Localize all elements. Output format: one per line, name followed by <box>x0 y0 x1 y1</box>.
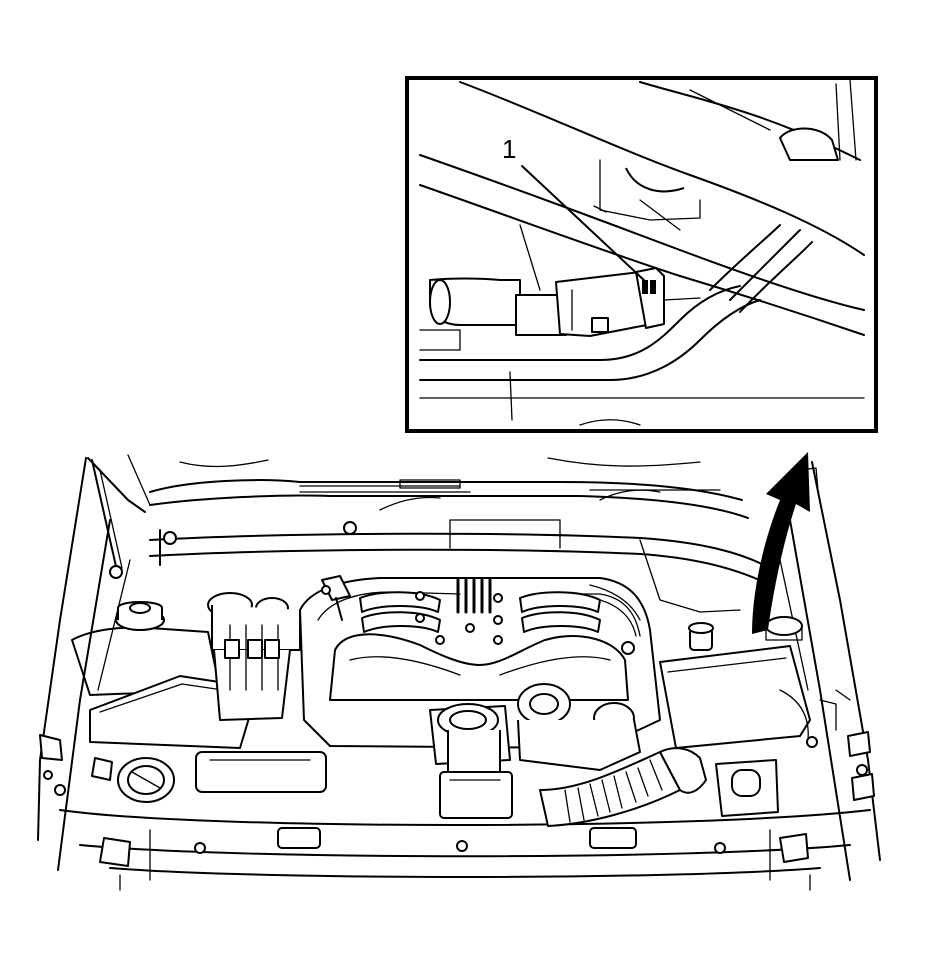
brake-module <box>207 592 301 721</box>
inset-contents <box>419 79 865 426</box>
oil-fill-cap <box>517 683 641 771</box>
washer-fluid-cap <box>117 757 175 803</box>
radiator-support <box>59 809 871 891</box>
throttle-body <box>429 703 513 819</box>
cowl-panel <box>149 457 749 519</box>
wiring-harness <box>589 584 851 748</box>
corner-brackets <box>39 699 875 867</box>
hood-strut <box>87 454 151 579</box>
curved-arrow-up-icon <box>752 452 810 634</box>
callout-label-1: 1 <box>502 134 516 164</box>
right-lower-bracket <box>715 759 779 817</box>
coolant-reservoir <box>71 601 221 696</box>
engine-bay-illustration <box>37 452 881 891</box>
strut-brace <box>149 489 771 613</box>
air-intake-duct <box>539 747 707 827</box>
detail-inset: 1 <box>405 76 878 433</box>
left-lower-bracket <box>195 751 327 793</box>
battery-box <box>659 616 811 749</box>
intake-sensor <box>321 575 351 621</box>
